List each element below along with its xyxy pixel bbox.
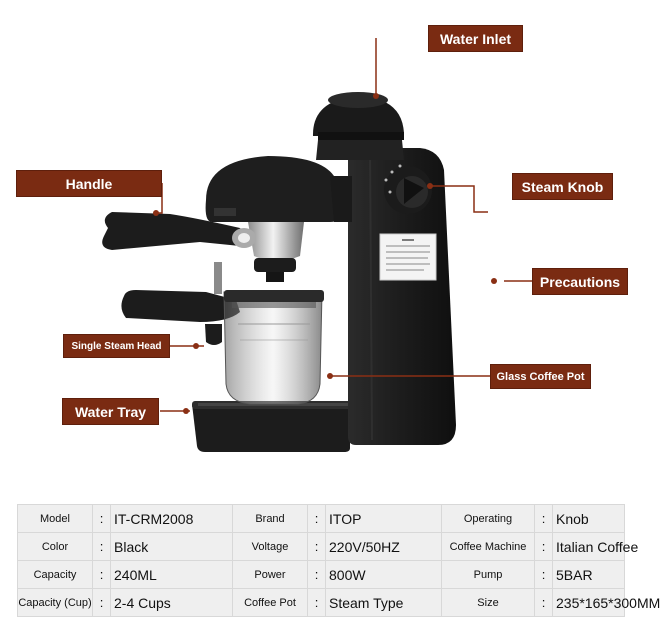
spec-value: 5BAR: [552, 560, 625, 589]
spec-value: 220V/50HZ: [325, 532, 442, 561]
spec-row: Model : IT-CRM2008 Brand : ITOP Operatin…: [17, 504, 625, 533]
spec-value: 800W: [325, 560, 442, 589]
spec-table: Model : IT-CRM2008 Brand : ITOP Operatin…: [17, 504, 660, 617]
spec-label: Coffee Machine: [441, 532, 535, 561]
spec-value: IT-CRM2008: [110, 504, 233, 533]
espresso-machine-image: [102, 38, 532, 452]
spec-label: Operating: [441, 504, 535, 533]
spec-label: Capacity (Cup): [17, 588, 93, 617]
precautions-sticker: [379, 233, 437, 281]
spec-value: Knob: [552, 504, 625, 533]
spec-label: Model: [17, 504, 93, 533]
glass-pot-handle: [121, 290, 240, 322]
spec-separator: :: [307, 504, 326, 533]
callout-water-inlet: Water Inlet: [428, 25, 523, 52]
spec-value: ITOP: [325, 504, 442, 533]
spec-label: Brand: [232, 504, 308, 533]
spec-separator: :: [92, 588, 111, 617]
callout-steam-knob: Steam Knob: [512, 173, 613, 200]
spec-value: Steam Type: [325, 588, 442, 617]
portafilter-handle: [102, 212, 250, 250]
callout-handle: Handle: [16, 170, 162, 197]
spec-label: Color: [17, 532, 93, 561]
spec-value: 2-4 Cups: [110, 588, 233, 617]
spec-separator: :: [307, 560, 326, 589]
machine-body: [348, 148, 456, 445]
spec-separator: :: [92, 532, 111, 561]
spec-separator: :: [92, 504, 111, 533]
spec-separator: :: [307, 588, 326, 617]
callout-glass-coffee-pot: Glass Coffee Pot: [490, 364, 591, 389]
spec-label: Pump: [441, 560, 535, 589]
glass-coffee-pot: [223, 291, 323, 405]
spec-label: Voltage: [232, 532, 308, 561]
callout-water-tray: Water Tray: [62, 398, 159, 425]
callout-precautions: Precautions: [532, 268, 628, 295]
spec-value: 240ML: [110, 560, 233, 589]
spec-separator: :: [534, 560, 553, 589]
spec-separator: :: [534, 532, 553, 561]
portafilter: [248, 222, 304, 261]
spec-label: Size: [441, 588, 535, 617]
spec-separator: :: [307, 532, 326, 561]
spec-label: Coffee Pot: [232, 588, 308, 617]
spec-separator: :: [92, 560, 111, 589]
spec-row: Capacity : 240ML Power : 800W Pump : 5BA…: [17, 560, 625, 589]
spec-separator: :: [534, 588, 553, 617]
spec-row: Capacity (Cup) : 2-4 Cups Coffee Pot : S…: [17, 588, 660, 617]
water-inlet-cap: [312, 96, 404, 136]
spec-label: Capacity: [17, 560, 93, 589]
spec-value: Black: [110, 532, 233, 561]
spec-separator: :: [534, 504, 553, 533]
water-tray: [192, 404, 350, 452]
spec-value: Italian Coffee: [552, 532, 638, 561]
spec-label: Power: [232, 560, 308, 589]
spec-row: Color : Black Voltage : 220V/50HZ Coffee…: [17, 532, 638, 561]
callout-single-steam-head: Single Steam Head: [63, 334, 170, 358]
brew-head: [205, 156, 341, 222]
spec-value: 235*165*300MM: [552, 588, 660, 617]
steam-wand: [214, 262, 222, 294]
